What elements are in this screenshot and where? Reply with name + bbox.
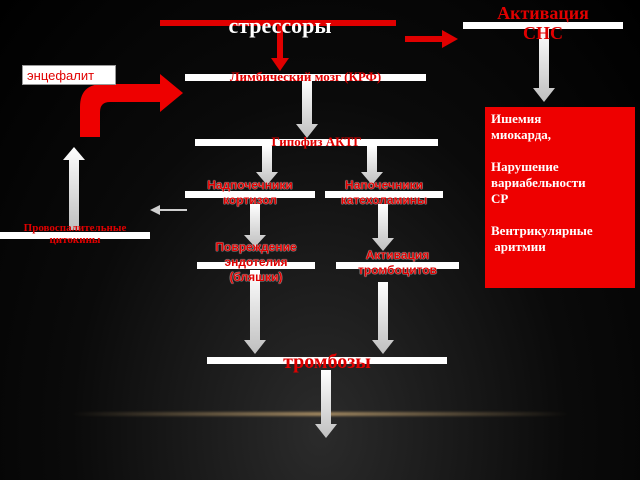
outcomes-box: Ишемия миокарда, Нарушение вариабельност… [485, 107, 635, 288]
arrow-stressors-to-limbic [271, 26, 289, 71]
cortisol-bar [185, 191, 315, 198]
arrow-sns-to-outcomes [533, 28, 555, 102]
arrow-pituitary-to-catechol [361, 146, 383, 185]
outcome-line: миокарда, [491, 127, 552, 142]
arrow-cortisol-to-endothelium [244, 204, 266, 247]
stressors-bar [160, 20, 396, 26]
cytokines-bar [0, 232, 150, 239]
sns-line-1: Активация [497, 3, 589, 23]
endothelium-bar [197, 262, 315, 269]
outcome-line [491, 207, 629, 223]
arrow-limbic-to-pituitary [296, 80, 318, 138]
cortisol-line-1: Надпочечники [207, 178, 293, 192]
arrow-stressors-to-sns [405, 30, 458, 48]
catechol-line-1: Напочечники [345, 178, 423, 192]
arrow-pituitary-to-cortisol [256, 146, 278, 185]
catechol-line-2: катехоламины [340, 193, 428, 207]
outcome-line: Ишемия [491, 111, 542, 126]
thrombosis-label: тромбозы [283, 351, 371, 373]
cytokines-label: Провоспалительные цитокины [0, 222, 150, 246]
outcome-line: Вентрикулярные [491, 223, 593, 238]
platelets-bar [336, 262, 459, 269]
pituitary-label: Гипофиз АКТГ [271, 134, 362, 149]
arrow-cortisol-to-cytokines [150, 205, 187, 215]
sns-label: Активация СНС [463, 3, 623, 43]
arrow-cytokines-up [63, 147, 85, 230]
endothelium-label: Повреждение эндотелия (бляшки) [195, 240, 317, 285]
pituitary-bar [195, 139, 438, 146]
outcome-line: вариабельности [491, 175, 586, 190]
arrow-catechol-to-platelets [372, 204, 394, 251]
endothelium-line-2: эндотелия [224, 255, 288, 269]
outcome-line [491, 143, 629, 159]
cytokines-line-2: цитокины [49, 234, 101, 246]
bottom-glow [70, 412, 570, 416]
sns-line-2: СНС [523, 23, 563, 43]
cortisol-line-2: кортизол [223, 193, 277, 207]
cytokines-line-1: Провоспалительные [23, 222, 127, 234]
outcome-line: аритмии [491, 239, 546, 254]
encephalitis-box: энцефалит [22, 65, 116, 85]
arrow-thrombosis-down [315, 370, 337, 438]
cortisol-label: Надпочечники кортизол [185, 178, 315, 208]
endothelium-line-3: (бляшки) [229, 270, 283, 284]
endothelium-line-1: Повреждение [215, 240, 297, 254]
outcome-line: Нарушение [491, 159, 559, 174]
platelets-line-2: тромбоцитов [357, 263, 438, 277]
arrow-encephalitis-to-limbic [80, 74, 183, 137]
stressors-label: стрессоры [228, 13, 332, 38]
limbic-bar [185, 74, 426, 81]
platelets-line-1: Активация [365, 248, 430, 262]
catechol-bar [325, 191, 443, 198]
sns-bar [463, 22, 623, 29]
arrow-endothelium-to-thrombosis [244, 270, 266, 354]
outcome-line: СР [491, 191, 509, 206]
limbic-label: Лимбический мозг (КРФ) [229, 69, 382, 84]
arrow-platelets-to-thrombosis [372, 282, 394, 354]
catechol-label: Напочечники катехоламины [325, 178, 443, 208]
platelets-label: Активация тромбоцитов [334, 248, 461, 278]
thrombosis-bar [207, 357, 447, 364]
